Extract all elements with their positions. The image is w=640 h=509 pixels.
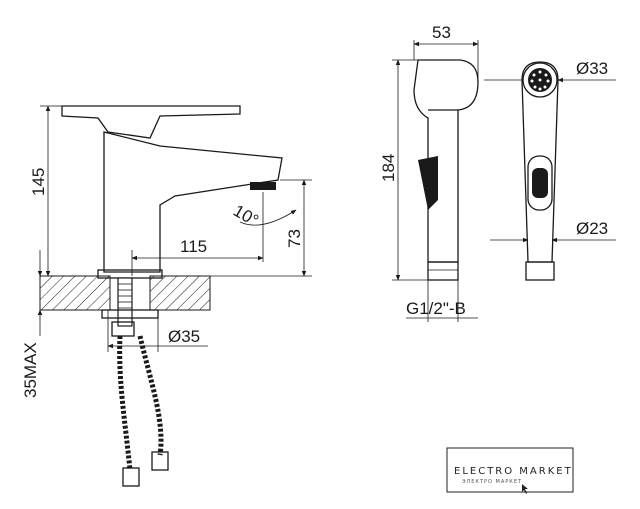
faucet-handle xyxy=(61,105,241,139)
shower-front-view: Ø33 Ø23 xyxy=(484,59,616,281)
shower-front-trigger xyxy=(527,155,553,211)
logo-name: ELECTRO MARKET xyxy=(454,466,573,477)
dim-shower-width: 53 xyxy=(432,23,451,42)
dim-shower-length: 184 xyxy=(379,154,398,182)
dim-hole-diameter: Ø35 xyxy=(168,327,200,346)
logo-tagline: ЭЛЕКТРО МАРКЕТ xyxy=(462,479,522,485)
countertop-hatch-right xyxy=(149,275,211,311)
dim-deck-max: 35MAX xyxy=(21,342,40,398)
dim-thread: G1/2"-B xyxy=(406,299,466,318)
dim-spout-height: 73 xyxy=(285,229,304,248)
mounting-nut-lower xyxy=(111,321,135,337)
shower-side-body xyxy=(413,59,479,263)
dim-base-diameter: Ø23 xyxy=(576,219,608,238)
dim-spout-angle: 10° xyxy=(230,201,262,230)
shower-spray-face xyxy=(522,62,558,98)
rod-threads xyxy=(118,283,132,309)
shower-side-connector xyxy=(427,261,459,281)
countertop-hatch-left xyxy=(39,275,111,311)
shower-front-connector xyxy=(525,261,555,281)
shower-trigger xyxy=(418,156,438,210)
faucet-aerator xyxy=(250,182,276,190)
hose-fitting-left xyxy=(122,467,140,487)
dim-faucet-height: 145 xyxy=(29,168,48,196)
flex-hose-right xyxy=(137,335,164,456)
cursor-icon xyxy=(522,484,528,494)
brand-logo: ELECTRO MARKET ЭЛЕКТРО МАРКЕТ xyxy=(446,447,574,494)
hose-fitting-right xyxy=(151,451,169,471)
spray-nozzles xyxy=(530,70,550,91)
dim-head-diameter: Ø33 xyxy=(576,59,608,78)
flex-hose-left xyxy=(117,335,133,471)
dim-spout-reach: 115 xyxy=(180,237,207,256)
faucet-drawing: 145 115 73 10° 35MAX Ø35 xyxy=(21,105,312,487)
shower-side-view: 53 184 G1/2"-B xyxy=(379,23,479,322)
